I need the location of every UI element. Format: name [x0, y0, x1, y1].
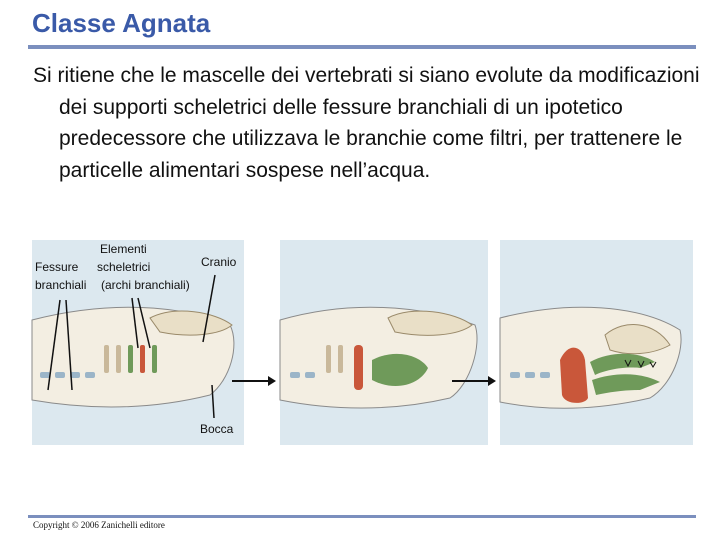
arrow-1-head: [268, 376, 276, 386]
label-elementi-1: Elementi: [100, 242, 147, 256]
arrow-2-head: [488, 376, 496, 386]
panel-1-leader-lines: [47, 274, 216, 419]
panel-3-jaws: [560, 347, 660, 403]
panel-3-body: [499, 306, 682, 409]
slide-title: Classe Agnata: [32, 8, 211, 38]
panel-1-vertebrae: [40, 372, 95, 378]
title-underline: [28, 45, 696, 49]
label-elementi-2: scheletrici: [97, 260, 150, 274]
panel-2-skull: [387, 310, 473, 336]
panel-1-gill-arches: [104, 345, 157, 373]
panel-1-skull: [149, 310, 233, 336]
label-elementi-3: (archi branchiali): [101, 278, 190, 292]
panel-3-skull: [604, 324, 671, 355]
body-paragraph: Si ritiene che le mascelle dei vertebrat…: [33, 64, 700, 182]
copyright-notice: Copyright © 2006 Zanichelli editore: [33, 520, 165, 530]
label-fessure-1: Fessure: [35, 260, 79, 274]
label-cranio: Cranio: [201, 255, 237, 269]
panel-2-gill-arches: [326, 345, 428, 390]
label-bocca: Bocca: [200, 422, 234, 436]
footer-rule: [28, 515, 696, 518]
label-fessure-2: branchiali: [35, 278, 86, 292]
panel-2-vertebrae: [290, 372, 315, 378]
panel-3-vertebrae: [510, 372, 550, 378]
